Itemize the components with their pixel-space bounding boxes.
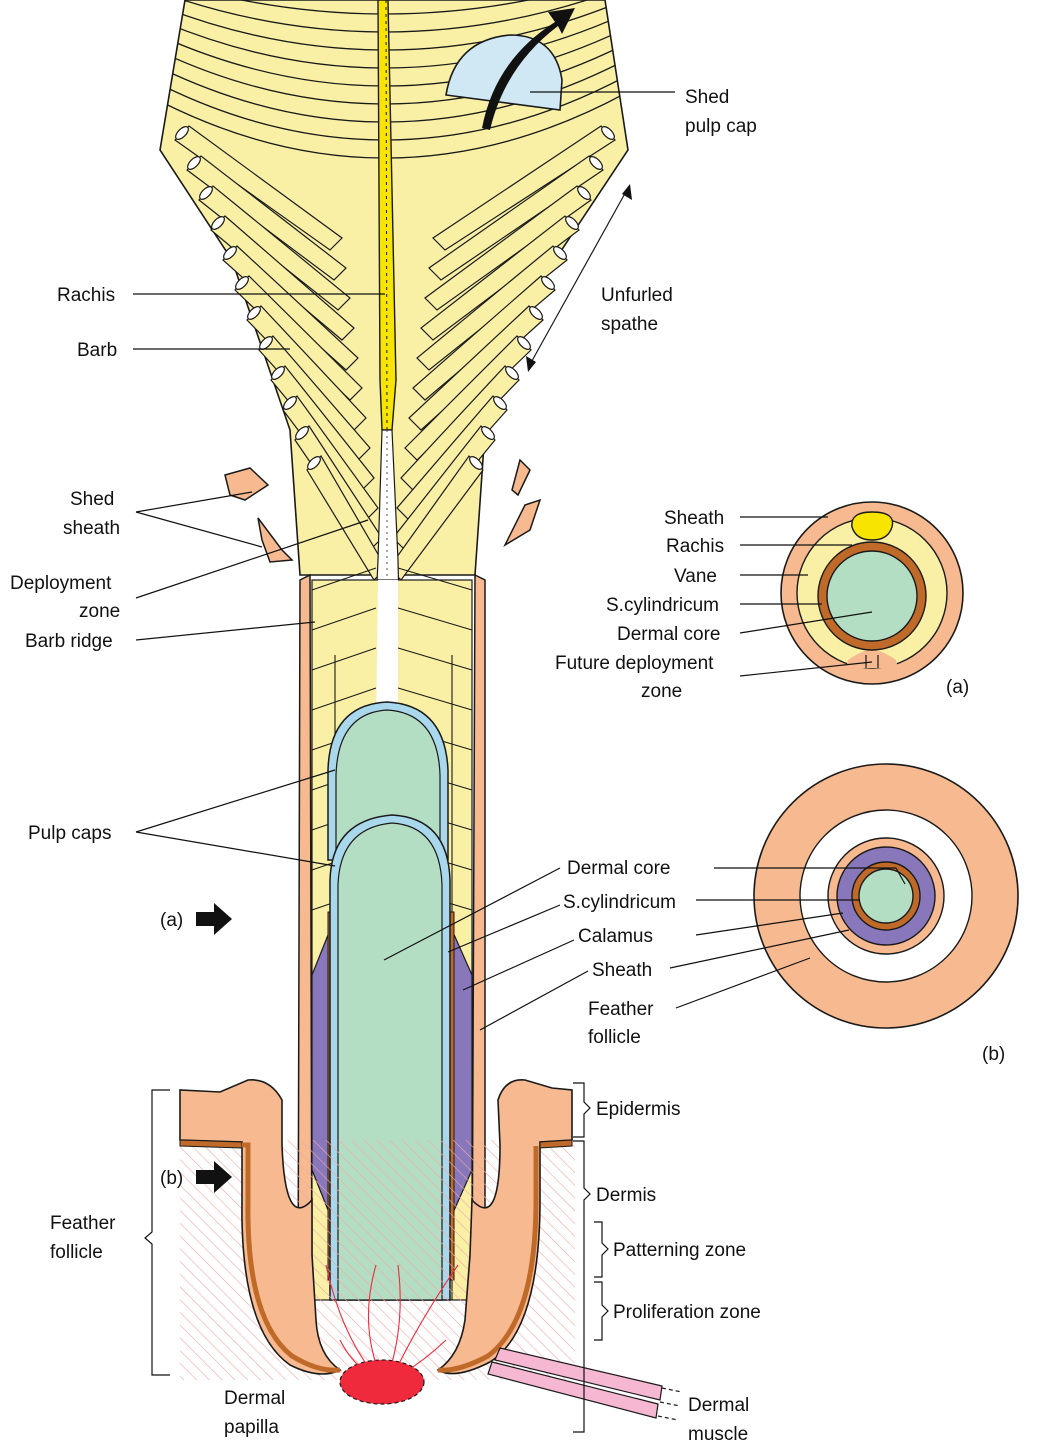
label-shed-sheath-1: Shed xyxy=(70,489,114,510)
label-feather-follicle-2: follicle xyxy=(50,1242,103,1263)
inset-a-label-rachis: Rachis xyxy=(666,536,724,557)
inset-a-dermal-core xyxy=(827,551,917,641)
inset-a-label-dermal-core: Dermal core xyxy=(617,624,720,645)
label-dermal-core: Dermal core xyxy=(567,858,670,879)
inset-b-label-follicle: follicle xyxy=(588,1027,641,1048)
inset-a-label-vane: Vane xyxy=(674,566,717,587)
label-zone: zone xyxy=(79,601,120,622)
label-rachis: Rachis xyxy=(57,285,115,306)
label-calamus: Calamus xyxy=(578,926,653,947)
label-marker-b: (b) xyxy=(160,1168,183,1189)
inset-a-label-s-cylindricum: S.cylindricum xyxy=(606,595,719,616)
label-patterning-zone: Patterning zone xyxy=(613,1240,746,1261)
label-dermal-papilla-2: papilla xyxy=(224,1417,279,1438)
shed-sheath-fragment xyxy=(512,460,530,495)
inset-a-label-future-deployment: Future deployment xyxy=(555,653,714,674)
cross-section-b xyxy=(670,764,1018,1028)
patterning-zone-brace xyxy=(594,1222,608,1277)
label-unfurled: Unfurled xyxy=(601,285,673,306)
inset-a-tag: (a) xyxy=(946,677,969,698)
epidermis-brace xyxy=(573,1083,590,1137)
label-dermal-papilla-1: Dermal xyxy=(224,1388,285,1409)
feather-follicle-bracket xyxy=(145,1090,170,1375)
label-proliferation-zone: Proliferation zone xyxy=(613,1302,761,1323)
label-barb-ridge: Barb ridge xyxy=(25,631,113,652)
inset-b-tag: (b) xyxy=(982,1044,1005,1065)
proliferation-zone-brace xyxy=(594,1282,608,1340)
label-epidermis: Epidermis xyxy=(596,1099,680,1120)
label-shed-sheath-2: sheath xyxy=(63,518,120,539)
label-dermis: Dermis xyxy=(596,1185,656,1206)
label-sheath: Sheath xyxy=(592,960,652,981)
cross-section-a xyxy=(740,502,963,684)
label-s-cylindricum: S.cylindricum xyxy=(563,892,676,913)
label-marker-a: (a) xyxy=(160,910,183,931)
label-pulp-caps: Pulp caps xyxy=(28,823,111,844)
label-feather-follicle-1: Feather xyxy=(50,1213,116,1234)
inset-b-label-feather: Feather xyxy=(588,999,654,1020)
inset-a-rachis xyxy=(852,512,893,540)
shed-sheath-fragment xyxy=(505,500,540,545)
dermal-papilla xyxy=(340,1360,424,1404)
label-dermal-muscle-1: Dermal xyxy=(688,1395,749,1416)
label-spathe: spathe xyxy=(601,314,658,335)
inset-a-label-zone: zone xyxy=(641,681,682,702)
inset-b-dermal-core xyxy=(859,869,913,923)
label-barb: Barb xyxy=(77,340,117,361)
label-shed-pulp-cap-2: pulp cap xyxy=(685,116,757,137)
label-deployment: Deployment xyxy=(10,573,112,594)
inset-a-label-sheath: Sheath xyxy=(664,508,724,529)
label-dermal-muscle-2: muscle xyxy=(688,1424,748,1445)
label-shed-pulp-cap-1: Shed xyxy=(685,87,729,108)
right-arrow-icon xyxy=(196,903,232,935)
